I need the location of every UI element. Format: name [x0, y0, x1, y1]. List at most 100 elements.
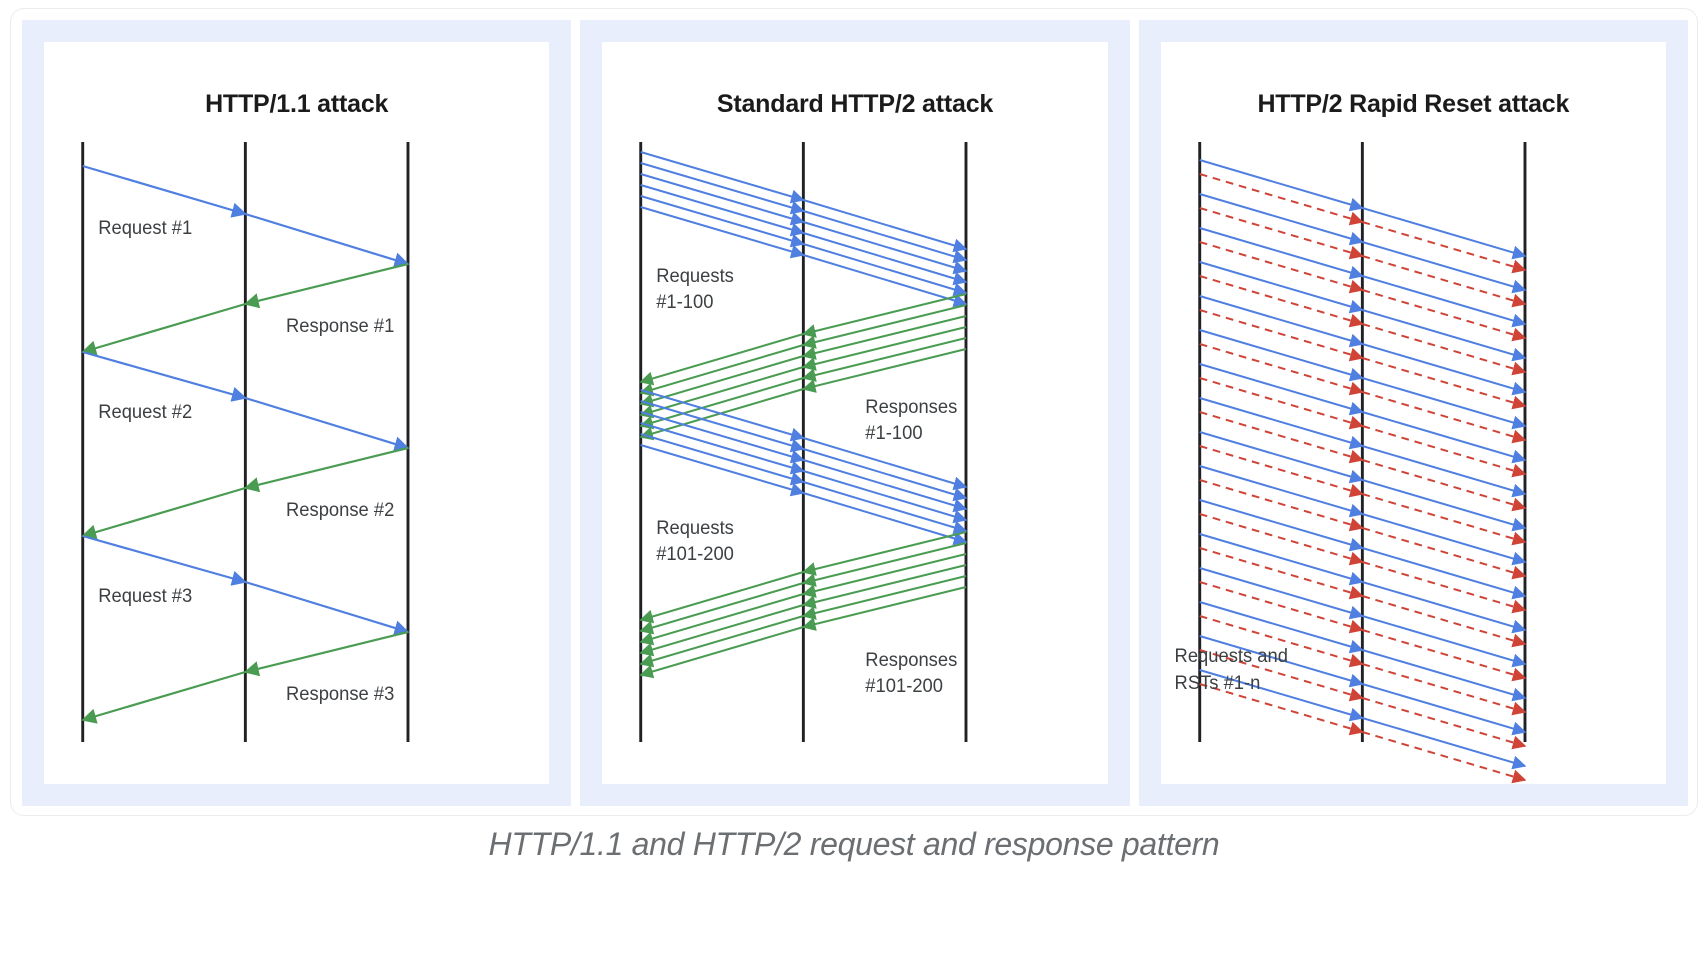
request-line-6-b — [1362, 378, 1525, 426]
batch-requests-1-100 — [640, 151, 968, 308]
label-requests-101-200-line2: #101-200 — [657, 543, 735, 564]
panel-http2-standard-title: Standard HTTP/2 attack — [716, 90, 994, 118]
request-line-10-b — [1362, 514, 1525, 562]
figure-caption: HTTP/1.1 and HTTP/2 request and response… — [488, 826, 1220, 862]
rst-line-6 — [1199, 344, 1362, 392]
panel-http11: HTTP/1.1 attack — [22, 20, 572, 806]
request-line-2-b — [1362, 242, 1525, 290]
rst-line-4-b — [1362, 324, 1525, 372]
figure-frame: HTTP/1.1 attack — [10, 8, 1698, 816]
message-response-3 — [81, 630, 409, 724]
label-requests-and-rsts-line2: RSTs #1-n — [1174, 672, 1260, 693]
rst-line-6-b — [1362, 392, 1525, 440]
panel-http2-rapid-reset-title: HTTP/2 Rapid Reset attack — [1257, 90, 1570, 118]
rst-line-15-b — [1362, 698, 1525, 746]
message-request-1 — [82, 164, 410, 268]
label-requests-1-100-line1: Requests — [657, 265, 735, 286]
rst-line-16 — [1199, 684, 1362, 732]
panels-row: HTTP/1.1 attack — [22, 20, 1688, 806]
request-line-7 — [1199, 364, 1362, 412]
rst-line-14-b — [1362, 664, 1525, 712]
rst-line-15 — [1199, 650, 1362, 698]
rst-line-3-b — [1362, 290, 1525, 338]
request-line-8-b — [1362, 446, 1525, 494]
request-line-1 — [1199, 160, 1362, 208]
request-line-7-b — [1362, 412, 1525, 460]
request-line-3-b — [1362, 276, 1525, 324]
request-line-2 — [1199, 194, 1362, 242]
request-line-12-b — [1362, 582, 1525, 630]
label-request-2: Request #2 — [98, 401, 192, 422]
request-line-8 — [1199, 398, 1362, 446]
rst-line-12-b — [1362, 596, 1525, 644]
rst-line-7 — [1199, 378, 1362, 426]
rst-line-3 — [1199, 242, 1362, 290]
panel-http2-rapid-reset: HTTP/2 Rapid Reset attack — [1138, 20, 1688, 806]
rst-line-1-b — [1362, 222, 1525, 270]
rst-line-2 — [1199, 208, 1362, 256]
request-line-14 — [1199, 602, 1362, 650]
panel-http11-card: HTTP/1.1 attack — [44, 42, 550, 784]
rst-line-1 — [1199, 174, 1362, 222]
message-response-2 — [81, 446, 409, 540]
http11-sequence-diagram: Request #1 Response #1 Request #2 Respon… — [81, 142, 410, 742]
panel-http11-title: HTTP/1.1 attack — [205, 90, 389, 118]
label-response-3: Response #3 — [286, 683, 394, 704]
request-line-1-b — [1362, 208, 1525, 256]
rst-line-9 — [1199, 446, 1362, 494]
label-responses-101-200-line1: Responses — [866, 649, 958, 670]
request-line-11 — [1199, 500, 1362, 548]
label-responses-1-100-line1: Responses — [866, 396, 958, 417]
request-line-13-b — [1362, 616, 1525, 664]
rst-line-11-b — [1362, 562, 1525, 610]
request-line-15 — [1199, 636, 1362, 684]
panel-http2-standard: Standard HTTP/2 attack — [580, 20, 1130, 806]
panel-http2-rapid-reset-card: HTTP/2 Rapid Reset attack — [1160, 42, 1666, 784]
request-line-16-b — [1362, 718, 1525, 766]
rst-line-10 — [1199, 480, 1362, 528]
request-line-13 — [1199, 568, 1362, 616]
http2-rapid-reset-sequence-diagram: Requests and RSTs #1-n — [1161, 42, 1666, 784]
rst-line-8-b — [1362, 460, 1525, 508]
rst-line-2-b — [1362, 256, 1525, 304]
batch-responses-101-200 — [639, 531, 967, 679]
message-request-2 — [82, 350, 410, 452]
label-responses-1-100-line2: #1-100 — [866, 422, 923, 443]
message-request-3 — [82, 534, 410, 636]
request-line-14-b — [1362, 650, 1525, 698]
label-response-2: Response #2 — [286, 499, 394, 520]
rst-line-13-b — [1362, 630, 1525, 678]
request-line-9-b — [1362, 480, 1525, 528]
request-line-10 — [1199, 466, 1362, 514]
request-line-16 — [1199, 670, 1362, 718]
panel-http2-standard-card: Standard HTTP/2 attack — [602, 42, 1108, 784]
label-requests-101-200-line1: Requests — [657, 517, 735, 538]
rst-line-7-b — [1362, 426, 1525, 474]
rst-line-14 — [1199, 616, 1362, 664]
rst-line-8 — [1199, 412, 1362, 460]
request-line-4 — [1199, 262, 1362, 310]
label-requests-1-100-line2: #1-100 — [657, 291, 714, 312]
label-responses-101-200-line2: #101-200 — [866, 675, 944, 696]
rst-line-5-b — [1362, 358, 1525, 406]
rst-line-16-b — [1362, 732, 1525, 780]
rst-line-13 — [1199, 582, 1362, 630]
label-request-3: Request #3 — [98, 585, 192, 606]
request-line-3 — [1199, 228, 1362, 276]
request-line-9 — [1199, 432, 1362, 480]
batch-requests-101-200 — [640, 389, 968, 546]
request-line-5-b — [1362, 344, 1525, 392]
label-request-1: Request #1 — [98, 217, 192, 238]
rst-line-12 — [1199, 548, 1362, 596]
request-line-5 — [1199, 296, 1362, 344]
message-response-1 — [81, 262, 409, 356]
batch-requests-and-rsts — [1199, 160, 1524, 780]
request-line-11-b — [1362, 548, 1525, 596]
label-response-1: Response #1 — [286, 315, 394, 336]
rst-line-9-b — [1362, 494, 1525, 542]
rst-line-4 — [1199, 276, 1362, 324]
request-line-6 — [1199, 330, 1362, 378]
rst-line-11 — [1199, 514, 1362, 562]
request-line-15-b — [1362, 684, 1525, 732]
